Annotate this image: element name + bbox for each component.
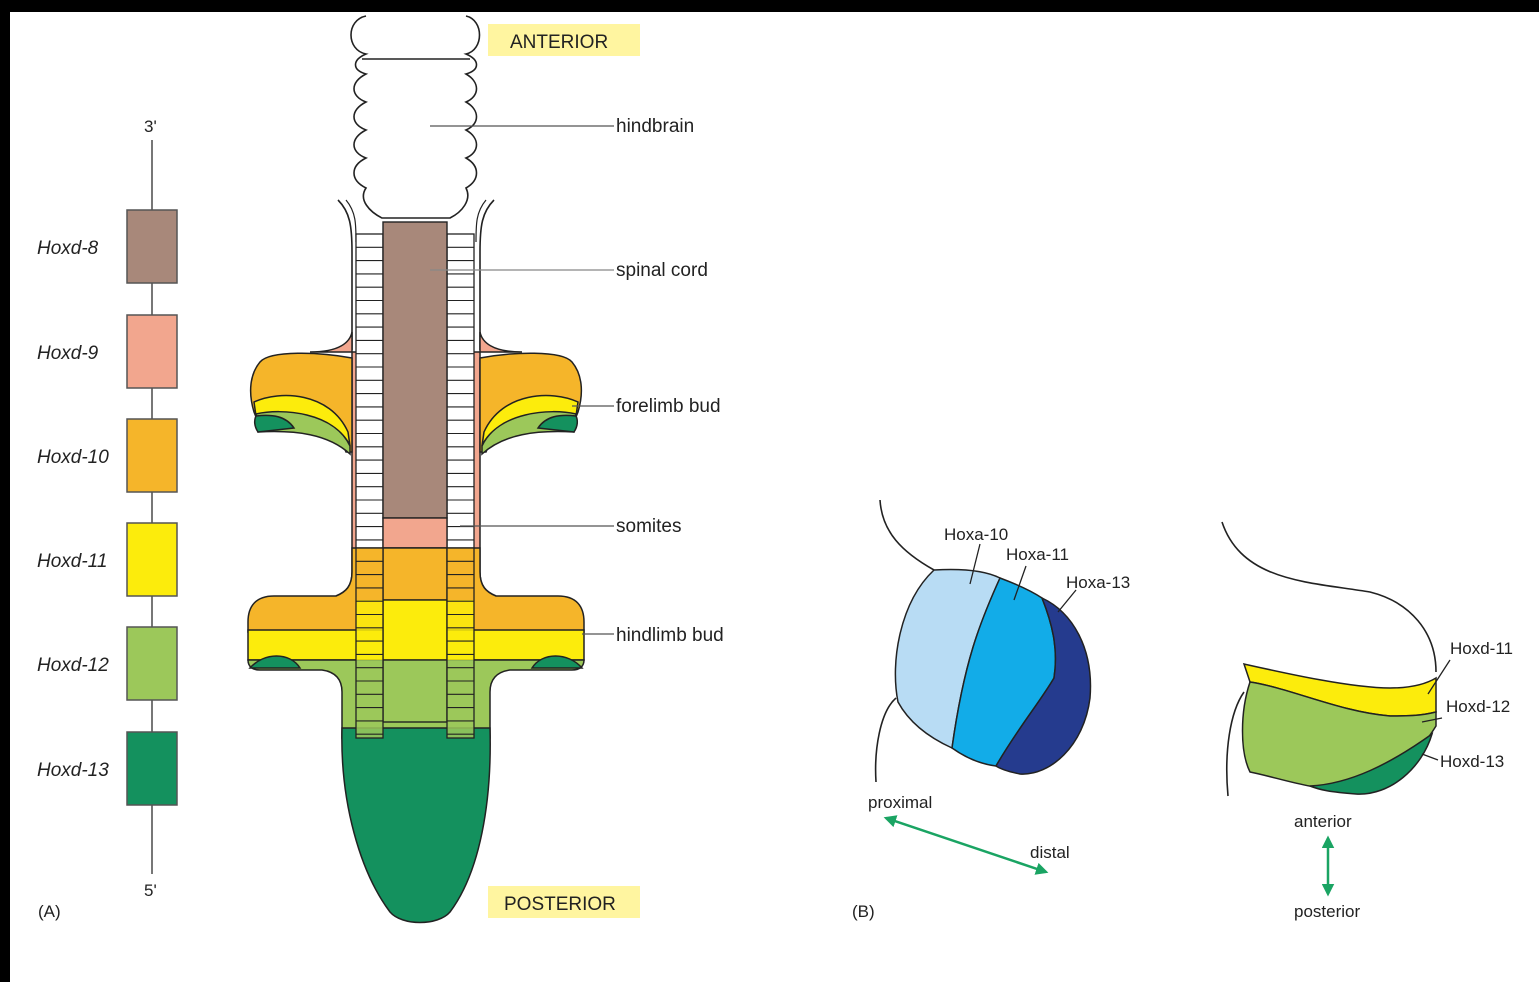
anterior-label: anterior	[1294, 812, 1352, 831]
somite-band	[447, 728, 474, 738]
hoxa-body-outline-top	[880, 500, 934, 570]
three-prime-label: 3'	[144, 117, 157, 136]
panel-b-label: (B)	[852, 902, 875, 921]
trunk-outline-right	[480, 200, 494, 350]
tail-hoxd-13	[342, 728, 490, 923]
hoxd-13-leader	[1422, 754, 1438, 760]
spinal-cord-hoxd-9	[383, 518, 447, 548]
spinal-cord-hoxd-10	[383, 548, 447, 600]
hoxd-12-label: Hoxd-12	[1446, 697, 1510, 716]
gene-box-hoxd-11	[127, 523, 177, 596]
hoxd-gene-cluster: 3' 5' Hoxd-8 Hoxd-9 Hoxd-10 Hoxd-11 Hoxd…	[37, 117, 177, 921]
somite-band	[356, 548, 383, 600]
trunk-outline-left	[338, 200, 352, 350]
five-prime-label: 5'	[144, 881, 157, 900]
gene-label-hoxd-10: Hoxd-10	[37, 447, 109, 468]
hoxd-body-outline	[1222, 522, 1436, 672]
anterior-tag: ANTERIOR	[510, 32, 608, 53]
gene-box-hoxd-8	[127, 210, 177, 283]
figure-frame: 3' 5' Hoxd-8 Hoxd-9 Hoxd-10 Hoxd-11 Hoxd…	[10, 12, 1539, 982]
hindlimb-bud-label: hindlimb bud	[616, 625, 724, 646]
hoxa-body-outline-bottom	[876, 698, 896, 782]
somite-band	[447, 600, 474, 660]
distal-label: distal	[1030, 843, 1070, 862]
gene-label-hoxd-9: Hoxd-9	[37, 343, 99, 364]
gene-label-hoxd-11: Hoxd-11	[37, 551, 107, 572]
posterior-label: posterior	[1294, 902, 1360, 921]
hoxa-13-label: Hoxa-13	[1066, 573, 1130, 592]
hoxd-11-leader	[1428, 660, 1450, 694]
gene-box-hoxd-9	[127, 315, 177, 388]
somite-band	[356, 600, 383, 660]
gene-box-hoxd-13	[127, 732, 177, 805]
forelimb-bud-label: forelimb bud	[616, 396, 721, 417]
hindbrain-label: hindbrain	[616, 116, 694, 137]
spinal-cord-hoxd-12	[383, 660, 447, 722]
hoxd-body-outline-lower	[1227, 692, 1244, 796]
hoxd-limb-bud: Hoxd-11 Hoxd-12 Hoxd-13 anterior posteri…	[1222, 522, 1513, 921]
gene-label-hoxd-8: Hoxd-8	[37, 238, 99, 259]
gene-label-hoxd-12: Hoxd-12	[37, 655, 109, 676]
hindbrain-outline	[351, 16, 480, 218]
gene-box-hoxd-12	[127, 627, 177, 700]
forelimb-bud-right	[480, 353, 581, 454]
proximal-distal-arrow	[886, 818, 1046, 872]
hoxa-11-label: Hoxa-11	[1006, 545, 1069, 564]
spinal-cord-hoxd-11	[383, 600, 447, 660]
hoxa-10-label: Hoxa-10	[944, 525, 1008, 544]
embryo-schematic: ANTERIOR POSTERIOR hindbrain spinal cord…	[248, 16, 724, 923]
hoxd-11-label: Hoxd-11	[1450, 639, 1513, 658]
gene-box-hoxd-10	[127, 419, 177, 492]
spinal-cord-label: spinal cord	[616, 260, 708, 281]
hoxa-limb-bud: Hoxa-10 Hoxa-11 Hoxa-13 proximal distal …	[852, 500, 1130, 921]
spinal-cord-hoxd-8	[383, 222, 447, 518]
hoxd-13-label: Hoxd-13	[1440, 752, 1504, 771]
proximal-label: proximal	[868, 793, 932, 812]
forelimb-bud-left	[251, 353, 352, 454]
posterior-tag: POSTERIOR	[504, 894, 616, 915]
somite-band	[356, 728, 383, 738]
gene-label-hoxd-13: Hoxd-13	[37, 760, 109, 781]
somites-label: somites	[616, 516, 681, 537]
somite-band	[447, 548, 474, 600]
hoxa-13-leader	[1058, 590, 1076, 612]
hox-expression-diagram: 3' 5' Hoxd-8 Hoxd-9 Hoxd-10 Hoxd-11 Hoxd…	[10, 12, 1539, 982]
panel-a-label: (A)	[38, 902, 61, 921]
